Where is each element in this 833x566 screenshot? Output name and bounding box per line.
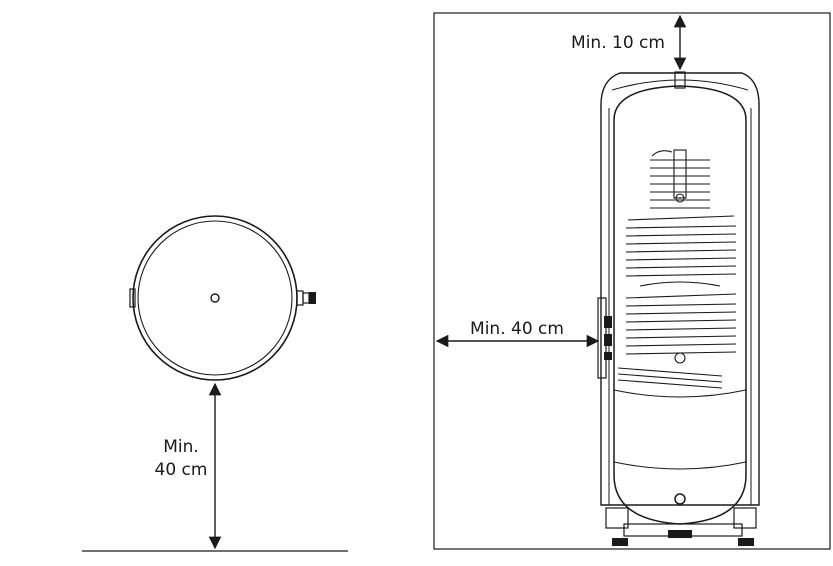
main-heat-exchanger-coil xyxy=(625,215,737,355)
heating-element-icon xyxy=(617,352,723,389)
side-flange-icon xyxy=(597,297,612,379)
side-clearance-label: Min. 40 cm xyxy=(470,319,564,339)
top-view: Min. 40 cm xyxy=(82,215,348,552)
tank-front-view xyxy=(597,71,760,546)
tank-top-view xyxy=(129,215,316,381)
side-connector-icon xyxy=(296,290,316,306)
drain-port-icon xyxy=(674,493,686,505)
front-clearance-label-line2: 40 cm xyxy=(155,460,208,480)
front-view: Min. 10 cm Min. 40 cm xyxy=(433,12,831,550)
tank-feet xyxy=(605,507,757,546)
front-clearance-label-line1: Min. xyxy=(163,437,199,457)
top-clearance-label: Min. 10 cm xyxy=(571,33,665,53)
top-outlet-icon xyxy=(210,293,220,303)
room-outline xyxy=(433,12,831,550)
upper-heat-exchanger-coil xyxy=(650,149,710,209)
top-outlet-icon xyxy=(674,71,686,89)
left-bracket-icon xyxy=(129,288,136,308)
